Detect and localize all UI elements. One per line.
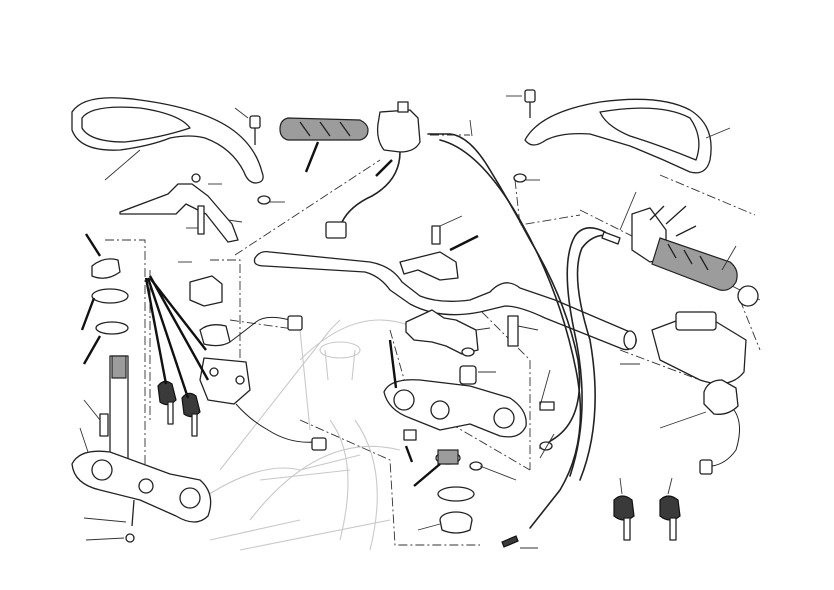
lower-triple-clamp <box>71 399 212 543</box>
right-control-switch <box>659 379 740 475</box>
upper-triple-clamp <box>383 339 555 463</box>
left-switch-assembly <box>325 101 421 239</box>
ignition-switch <box>178 261 327 451</box>
right-switch-assembly <box>601 191 759 307</box>
ignition-keys-right <box>613 477 681 541</box>
left-grip <box>279 117 369 173</box>
handlebar-clamp-upper <box>399 215 479 281</box>
brake-master-cylinder <box>620 311 747 385</box>
mirror-fasteners <box>234 89 540 205</box>
steering-stem-assembly <box>80 233 129 467</box>
throttle-cables <box>427 119 613 549</box>
handlebar-risers <box>405 309 539 355</box>
ignition-keys-left <box>144 275 210 437</box>
handlebar <box>253 250 637 351</box>
left-mirror <box>71 97 264 184</box>
steering-bearing-stack <box>413 449 517 534</box>
background-frame <box>199 319 421 551</box>
clutch-lever-bracket <box>119 173 243 243</box>
right-grip-screws <box>649 205 697 237</box>
right-mirror <box>524 98 731 174</box>
